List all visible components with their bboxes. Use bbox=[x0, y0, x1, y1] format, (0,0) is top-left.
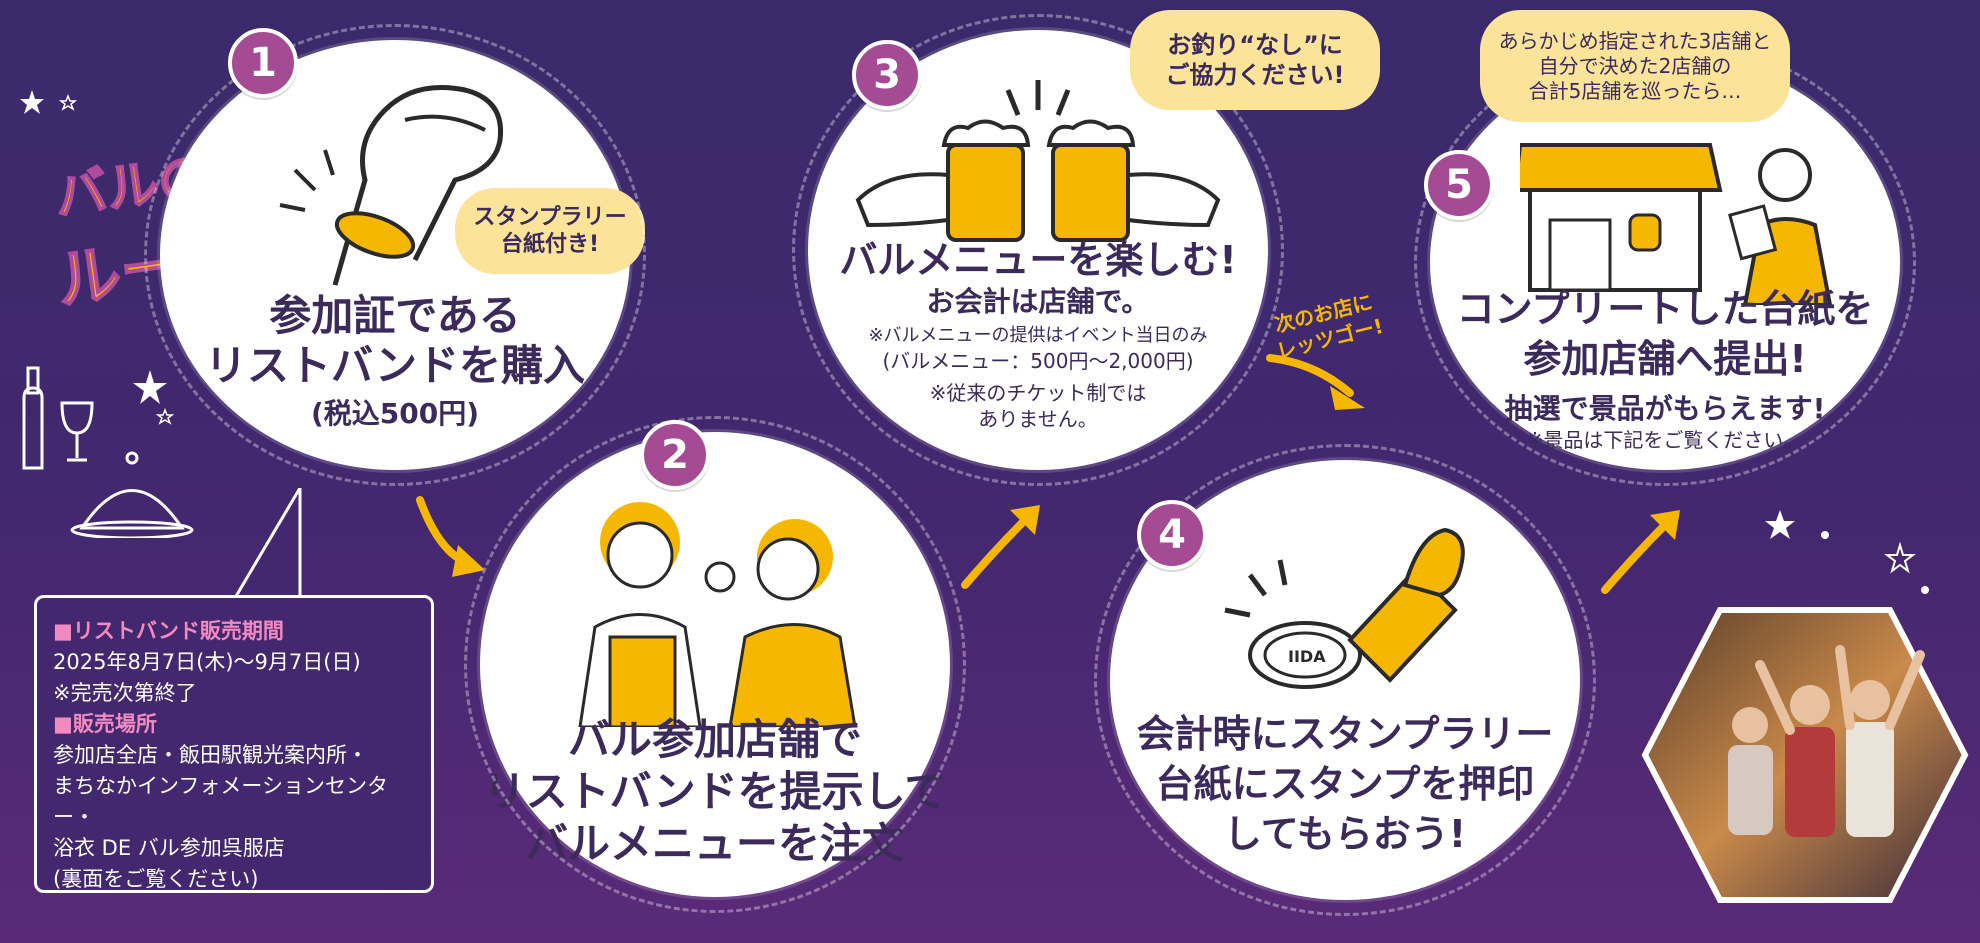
arrow-step1-to-2-icon bbox=[416, 496, 485, 577]
wine-bottle-icon bbox=[22, 366, 194, 538]
step1-circle: スタンプラリー 台紙付き! 参加証である リストバンドを購入 (税込500円) bbox=[144, 24, 646, 486]
step3-heading: バルメニューを楽しむ! bbox=[839, 238, 1237, 282]
step5-note: ※景品は下記をご覧ください。 bbox=[1526, 428, 1804, 452]
period-note: ※完売次第終了 bbox=[53, 681, 197, 705]
step2-circle: バル参加店舗で リストバンドを提示して バルメニューを注文 bbox=[464, 416, 966, 913]
star-icon bbox=[1765, 510, 1929, 594]
stamp-icon: IIDA bbox=[1224, 527, 1465, 689]
step1-number-badge: 1 bbox=[228, 28, 298, 98]
step5-circle: コンプリートした台紙を 参加店舗へ提出! 抽選で景品がもらえます! ※景品は下記… bbox=[1414, 39, 1916, 486]
period-dates: 2025年8月7日(木)〜9月7日(日) bbox=[53, 650, 361, 674]
step5-number-badge: 5 bbox=[1424, 150, 1494, 220]
sales-info-box: ■リストバンド販売期間 2025年8月7日(木)〜9月7日(日) ※完売次第終了… bbox=[34, 595, 434, 893]
step3-note4: ありません。 bbox=[978, 407, 1098, 431]
step5-bubble: あらかじめ指定された3店舗と 自分で決めた2店舗の 合計5店舗を巡ったら… bbox=[1480, 10, 1790, 122]
step4-line2: 台紙にスタンプを押印 bbox=[1155, 762, 1535, 806]
step5-bubble-line1: あらかじめ指定された3店舗と bbox=[1498, 28, 1772, 53]
step3-note3: ※従来のチケット制では bbox=[929, 381, 1147, 405]
step3-number-badge: 3 bbox=[852, 40, 922, 110]
place-line3: 浴衣 DE バル参加呉服店 bbox=[53, 836, 285, 860]
step5-sub: 抽選で景品がもらえます! bbox=[1504, 392, 1826, 425]
store-person-illustration bbox=[1520, 143, 1833, 305]
stamp-text: IIDA bbox=[1288, 647, 1326, 666]
info-pointer bbox=[233, 488, 302, 599]
step3-bubble-line1: お釣り“なし”に bbox=[1167, 31, 1343, 59]
step1-price-note: (税込500円) bbox=[310, 397, 480, 430]
step1-heading-line1: 参加証である bbox=[269, 291, 521, 340]
step3-note1: ※バルメニューの提供はイベント当日のみ bbox=[868, 325, 1208, 346]
step4-number-badge: 4 bbox=[1137, 500, 1207, 570]
wristband-hand-icon bbox=[279, 85, 504, 286]
step4-line3: してもらおう! bbox=[1223, 812, 1467, 856]
step4-circle: IIDA 会計時にスタンプラリー 台紙にスタンプを押印 してもらおう! bbox=[1094, 444, 1596, 916]
step2-line3: バルメニューを注文 bbox=[525, 819, 904, 868]
step3-bubble-line2: ご協力ください! bbox=[1165, 61, 1345, 89]
star-icon bbox=[133, 370, 175, 425]
place-note: (裏面をご覧ください) bbox=[53, 867, 259, 891]
place-line1: 参加店全店・飯田駅観光案内所・ bbox=[53, 743, 368, 767]
step3-sub: お会計は店舗で。 bbox=[926, 285, 1150, 318]
step5-bubble-line2: 自分で決めた2店舗の bbox=[1538, 53, 1732, 78]
staff-customer-illustration bbox=[578, 502, 857, 727]
step2-line2: リストバンドを提示して bbox=[483, 767, 947, 816]
step1-bubble: スタンプラリー 台紙付き! bbox=[455, 188, 645, 274]
step3-note2: (バルメニュー：500円〜2,000円) bbox=[882, 349, 1194, 373]
arrow-step3-to-4-icon bbox=[1266, 354, 1365, 410]
period-heading: ■リストバンド販売期間 bbox=[53, 619, 284, 643]
step4-line1: 会計時にスタンプラリー bbox=[1136, 712, 1554, 756]
step3-bubble: お釣り“なし”に ご協力ください! bbox=[1130, 10, 1380, 110]
step5-heading-line2: 参加店舗へ提出! bbox=[1523, 337, 1807, 381]
place-line2: まちなかインフォメーションセンター・ bbox=[53, 774, 388, 829]
arrow-step4-to-5-icon bbox=[1601, 510, 1680, 594]
place-heading: ■販売場所 bbox=[53, 712, 157, 736]
event-photo bbox=[1641, 607, 1969, 903]
star-icon bbox=[20, 90, 78, 114]
step1-heading-line2: リストバンドを購入 bbox=[204, 341, 586, 390]
step5-bubble-line3: 合計5店舗を巡ったら… bbox=[1528, 78, 1742, 103]
step2-number-badge: 2 bbox=[640, 420, 710, 490]
step5-heading-line1: コンプリートした台紙を bbox=[1456, 287, 1874, 331]
arrow-step2-to-3-icon bbox=[961, 505, 1040, 589]
step2-line1: バル参加店舗で bbox=[567, 715, 862, 764]
